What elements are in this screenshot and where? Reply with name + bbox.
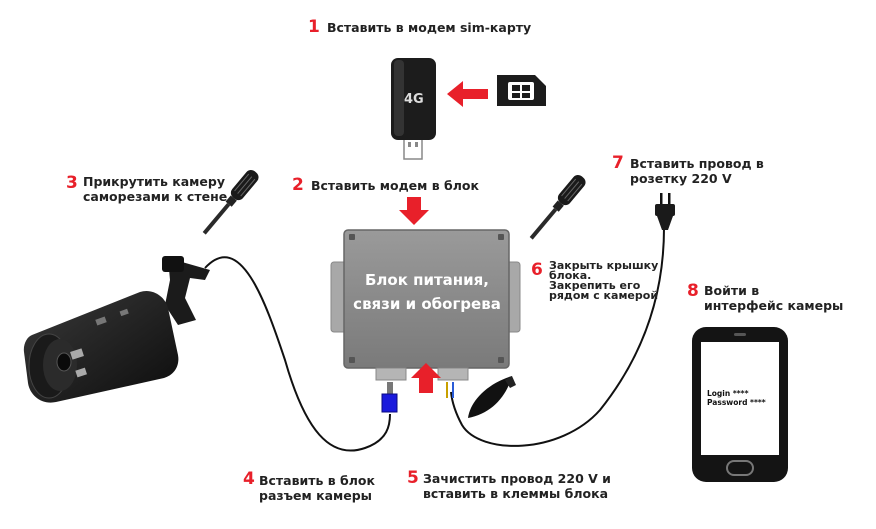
step-text-line: Зачистить провод 220 V и [423, 471, 611, 486]
knife-icon [468, 376, 516, 418]
box-title-line: Блок питания, [364, 271, 490, 289]
phone-login-line: Login **** [707, 389, 749, 398]
step-number: 5 [407, 468, 419, 488]
phone-password-line: Password **** [707, 398, 766, 407]
step-number: 4 [243, 469, 255, 489]
box-title-line: связи и обогрева [353, 295, 501, 313]
modem-label-4g: 4G [404, 92, 424, 107]
step-text-line: Прикрутить камеру [83, 174, 225, 189]
step-number: 3 [66, 173, 78, 193]
step-text-line: разъем камеры [259, 488, 372, 503]
usb-modem-icon: 4G [391, 58, 436, 160]
step-text: Вставить модем в блок [311, 178, 479, 193]
step-text-line: блока. [549, 269, 592, 282]
step-text: Вставить в модем sim-карту [327, 20, 532, 35]
screwdriver-icon-box [529, 175, 586, 240]
step-text-line: саморезами к стене [83, 189, 228, 204]
stripped-wire-ends-icon [446, 382, 454, 398]
insert-wires-arrow-icon [411, 363, 441, 393]
step-text-line: вставить в клеммы блока [423, 486, 609, 501]
step-text-line: Вставить провод в [630, 156, 764, 171]
box-title: Блок питания, связи и обогрева [348, 268, 506, 316]
step-text-line: Вставить в блок [259, 473, 376, 488]
step-text-line: рядом с камерой [549, 289, 659, 302]
step-text-line: Закрыть крышку [549, 259, 659, 272]
step-text-line: розетку 220 V [630, 171, 732, 186]
screwdriver-icon-camera [202, 170, 259, 235]
insert-modem-arrow-icon [399, 197, 429, 225]
step-number: 6 [531, 260, 543, 280]
power-cable [450, 227, 665, 447]
step-number: 2 [292, 175, 304, 195]
step-number: 8 [687, 281, 699, 301]
smartphone-icon [692, 327, 788, 482]
step-text-line: Закрепить его [549, 279, 641, 292]
camera-icon [23, 256, 210, 403]
insert-sim-arrow-icon [447, 81, 488, 107]
step-text-line: интерфейс камеры [704, 298, 844, 313]
phone-screen-text: Login **** Password **** [707, 389, 766, 407]
sim-card-icon [497, 75, 546, 106]
step-text-line: Войти в [704, 283, 760, 298]
step-number: 1 [308, 17, 320, 37]
power-plug-icon [655, 193, 675, 230]
step-number: 7 [612, 153, 624, 173]
camera-cable [204, 256, 391, 452]
camera-connector-icon [381, 382, 398, 413]
